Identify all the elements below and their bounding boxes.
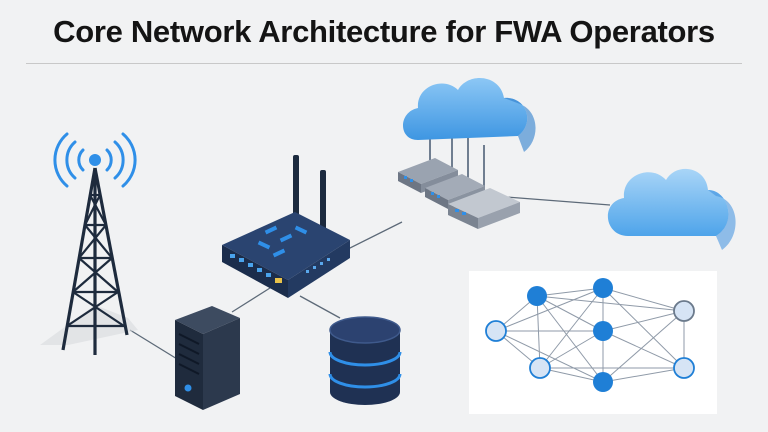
link-router-database [299,295,341,319]
link-server-router [231,287,271,313]
page-title: Core Network Architecture for FWA Operat… [53,14,715,49]
title-divider [26,63,742,64]
router-icon [222,155,350,298]
cell-tower-icon [40,132,138,355]
database-icon [328,316,402,405]
cloud-icon [403,78,536,152]
server-icon [175,306,240,410]
link-tower-server [129,329,183,363]
mesh-network-icon [469,271,717,414]
cloud-icon-secondary [607,168,736,250]
